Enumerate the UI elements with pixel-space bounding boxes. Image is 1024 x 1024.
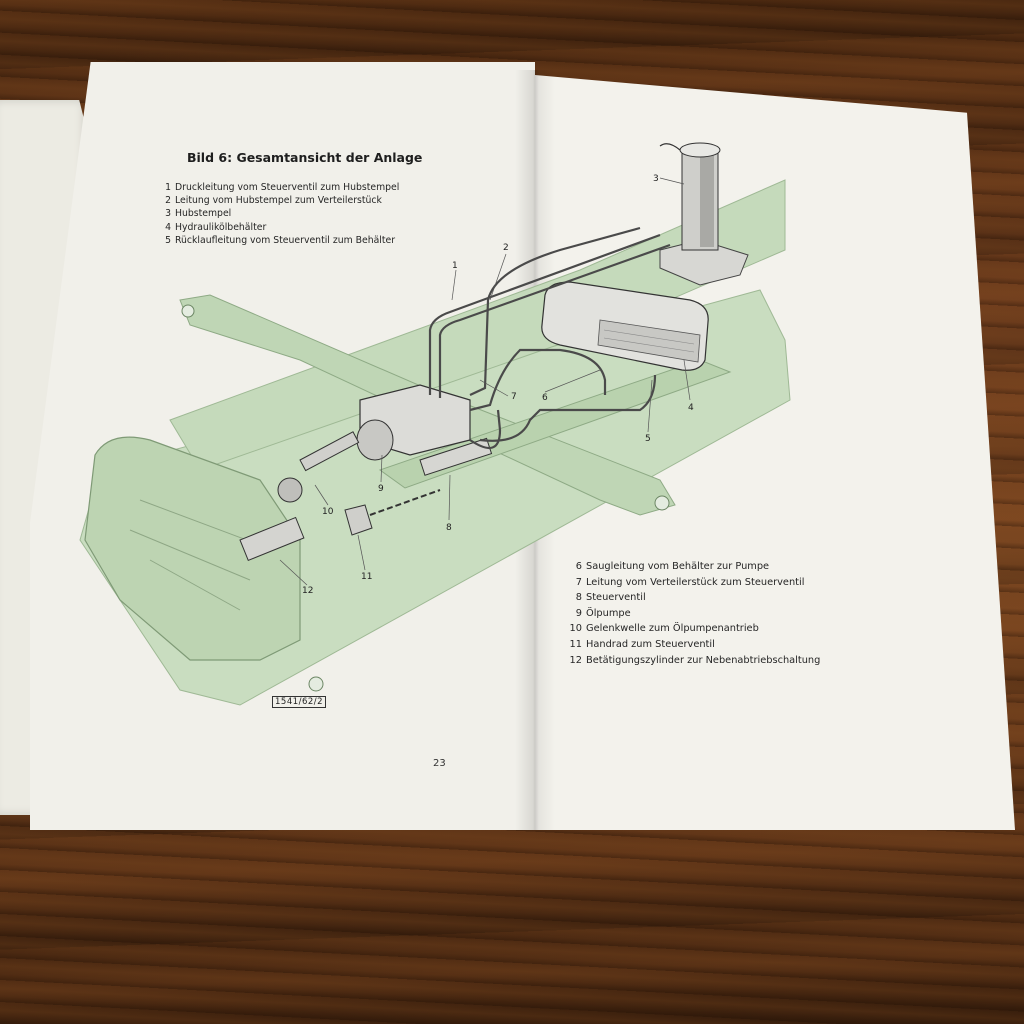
legend-text: Rücklaufleitung vom Steuerventil zum Beh… — [175, 234, 396, 246]
legend-text: Hydraulikölbehälter — [175, 221, 267, 233]
callout-3: 3 — [653, 174, 659, 184]
legend-item: 1 Druckleitung vom Steuerventil zum Hubst… — [160, 181, 399, 194]
legend-left: 1 Druckleitung vom Steuerventil zum Hubst… — [160, 181, 399, 247]
callout-5: 5 — [645, 434, 651, 444]
figure-title: Bild 6: Gesamtansicht der Anlage — [187, 150, 423, 165]
hydraulic-oil-tank — [541, 281, 709, 371]
frame-eye-rear — [308, 676, 324, 692]
callout-9: 9 — [378, 484, 384, 494]
legend-item: 12 Betätigungszylinder zur Nebenabtriebsc… — [567, 653, 821, 669]
callout-6: 6 — [542, 393, 548, 403]
legend-number: 2 — [165, 195, 171, 207]
legend-item: 3 Hubstempel — [160, 207, 399, 220]
page-number: 23 — [433, 758, 446, 769]
legend-item: 7 Leitung vom Verteilerstück zum Steuerve… — [567, 575, 820, 591]
hydraulic-pipes — [428, 226, 671, 450]
callout-7: 7 — [511, 392, 517, 402]
legend-text: Ölpumpe — [586, 607, 631, 619]
legend-text: Steuerventil — [586, 592, 646, 604]
legend-right: 6 Saugleitung vom Behälter zur Pumpe 7 Lei… — [567, 559, 821, 669]
callout-1: 1 — [452, 261, 458, 271]
legend-item: 9 Ölpumpe — [567, 606, 820, 622]
control-valve-block — [356, 384, 493, 476]
legend-number: 9 — [575, 607, 582, 619]
legend-text: Druckleitung vom Steuerventil zum Hubste… — [175, 182, 400, 193]
legend-number: 8 — [575, 592, 582, 604]
callout-12: 12 — [302, 586, 313, 596]
drawing-number-stamp: 1541/62/2 — [272, 696, 327, 708]
legend-text: Hubstempel — [175, 208, 232, 220]
legend-number: 7 — [575, 576, 582, 588]
legend-text: Saugleitung vom Behälter zur Pumpe — [586, 561, 770, 572]
legend-item: 5 Rücklaufleitung vom Steuerventil zum Be… — [160, 234, 399, 247]
frame-eye-left — [181, 304, 195, 318]
callout-8: 8 — [446, 523, 452, 533]
legend-item: 8 Steuerventil — [567, 590, 820, 606]
gearbox-ribs — [129, 499, 261, 611]
legend-item: 6 Saugleitung vom Behälter zur Pumpe — [567, 559, 820, 575]
callout-leaders — [279, 177, 691, 586]
legend-number: 6 — [575, 561, 582, 572]
callout-2: 2 — [503, 243, 509, 253]
legend-item: 4 Hydraulikölbehälter — [160, 221, 399, 234]
legend-item: 2 Leitung vom Hubstempel zum Verteilerstü… — [160, 194, 399, 207]
actuating-cylinder — [239, 516, 305, 562]
universal-shaft — [277, 431, 360, 503]
legend-number: 11 — [569, 638, 582, 650]
frame-eye-front — [654, 495, 670, 511]
legend-number: 1 — [165, 182, 171, 193]
legend-text: Betätigungszylinder zur Nebenabtriebscha… — [586, 654, 821, 666]
legend-text: Gelenkwelle zum Ölpumpenantrieb — [586, 623, 759, 635]
legend-item: 11 Handrad zum Steuerventil — [567, 637, 820, 653]
legend-text: Handrad zum Steuerventil — [586, 638, 715, 650]
legend-item: 10 Gelenkwelle zum Ölpumpenantrieb — [567, 621, 820, 637]
legend-number: 5 — [165, 234, 171, 246]
callout-11: 11 — [361, 572, 372, 582]
callout-4: 4 — [688, 403, 694, 413]
gearbox-housing — [84, 436, 301, 661]
handwheel — [344, 489, 441, 536]
legend-number: 10 — [569, 623, 582, 635]
legend-number: 3 — [165, 208, 171, 220]
hydraulic-system-illustration: 1 2 3 4 5 6 7 8 9 10 11 12 — [79, 142, 791, 706]
legend-number: 12 — [569, 654, 582, 666]
legend-number: 4 — [165, 221, 171, 233]
legend-text: Leitung vom Hubstempel zum Verteilerstüc… — [175, 195, 382, 207]
legend-text: Leitung vom Verteilerstück zum Steuerven… — [586, 576, 805, 588]
callout-10: 10 — [322, 507, 334, 517]
lifting-ram — [659, 142, 749, 286]
